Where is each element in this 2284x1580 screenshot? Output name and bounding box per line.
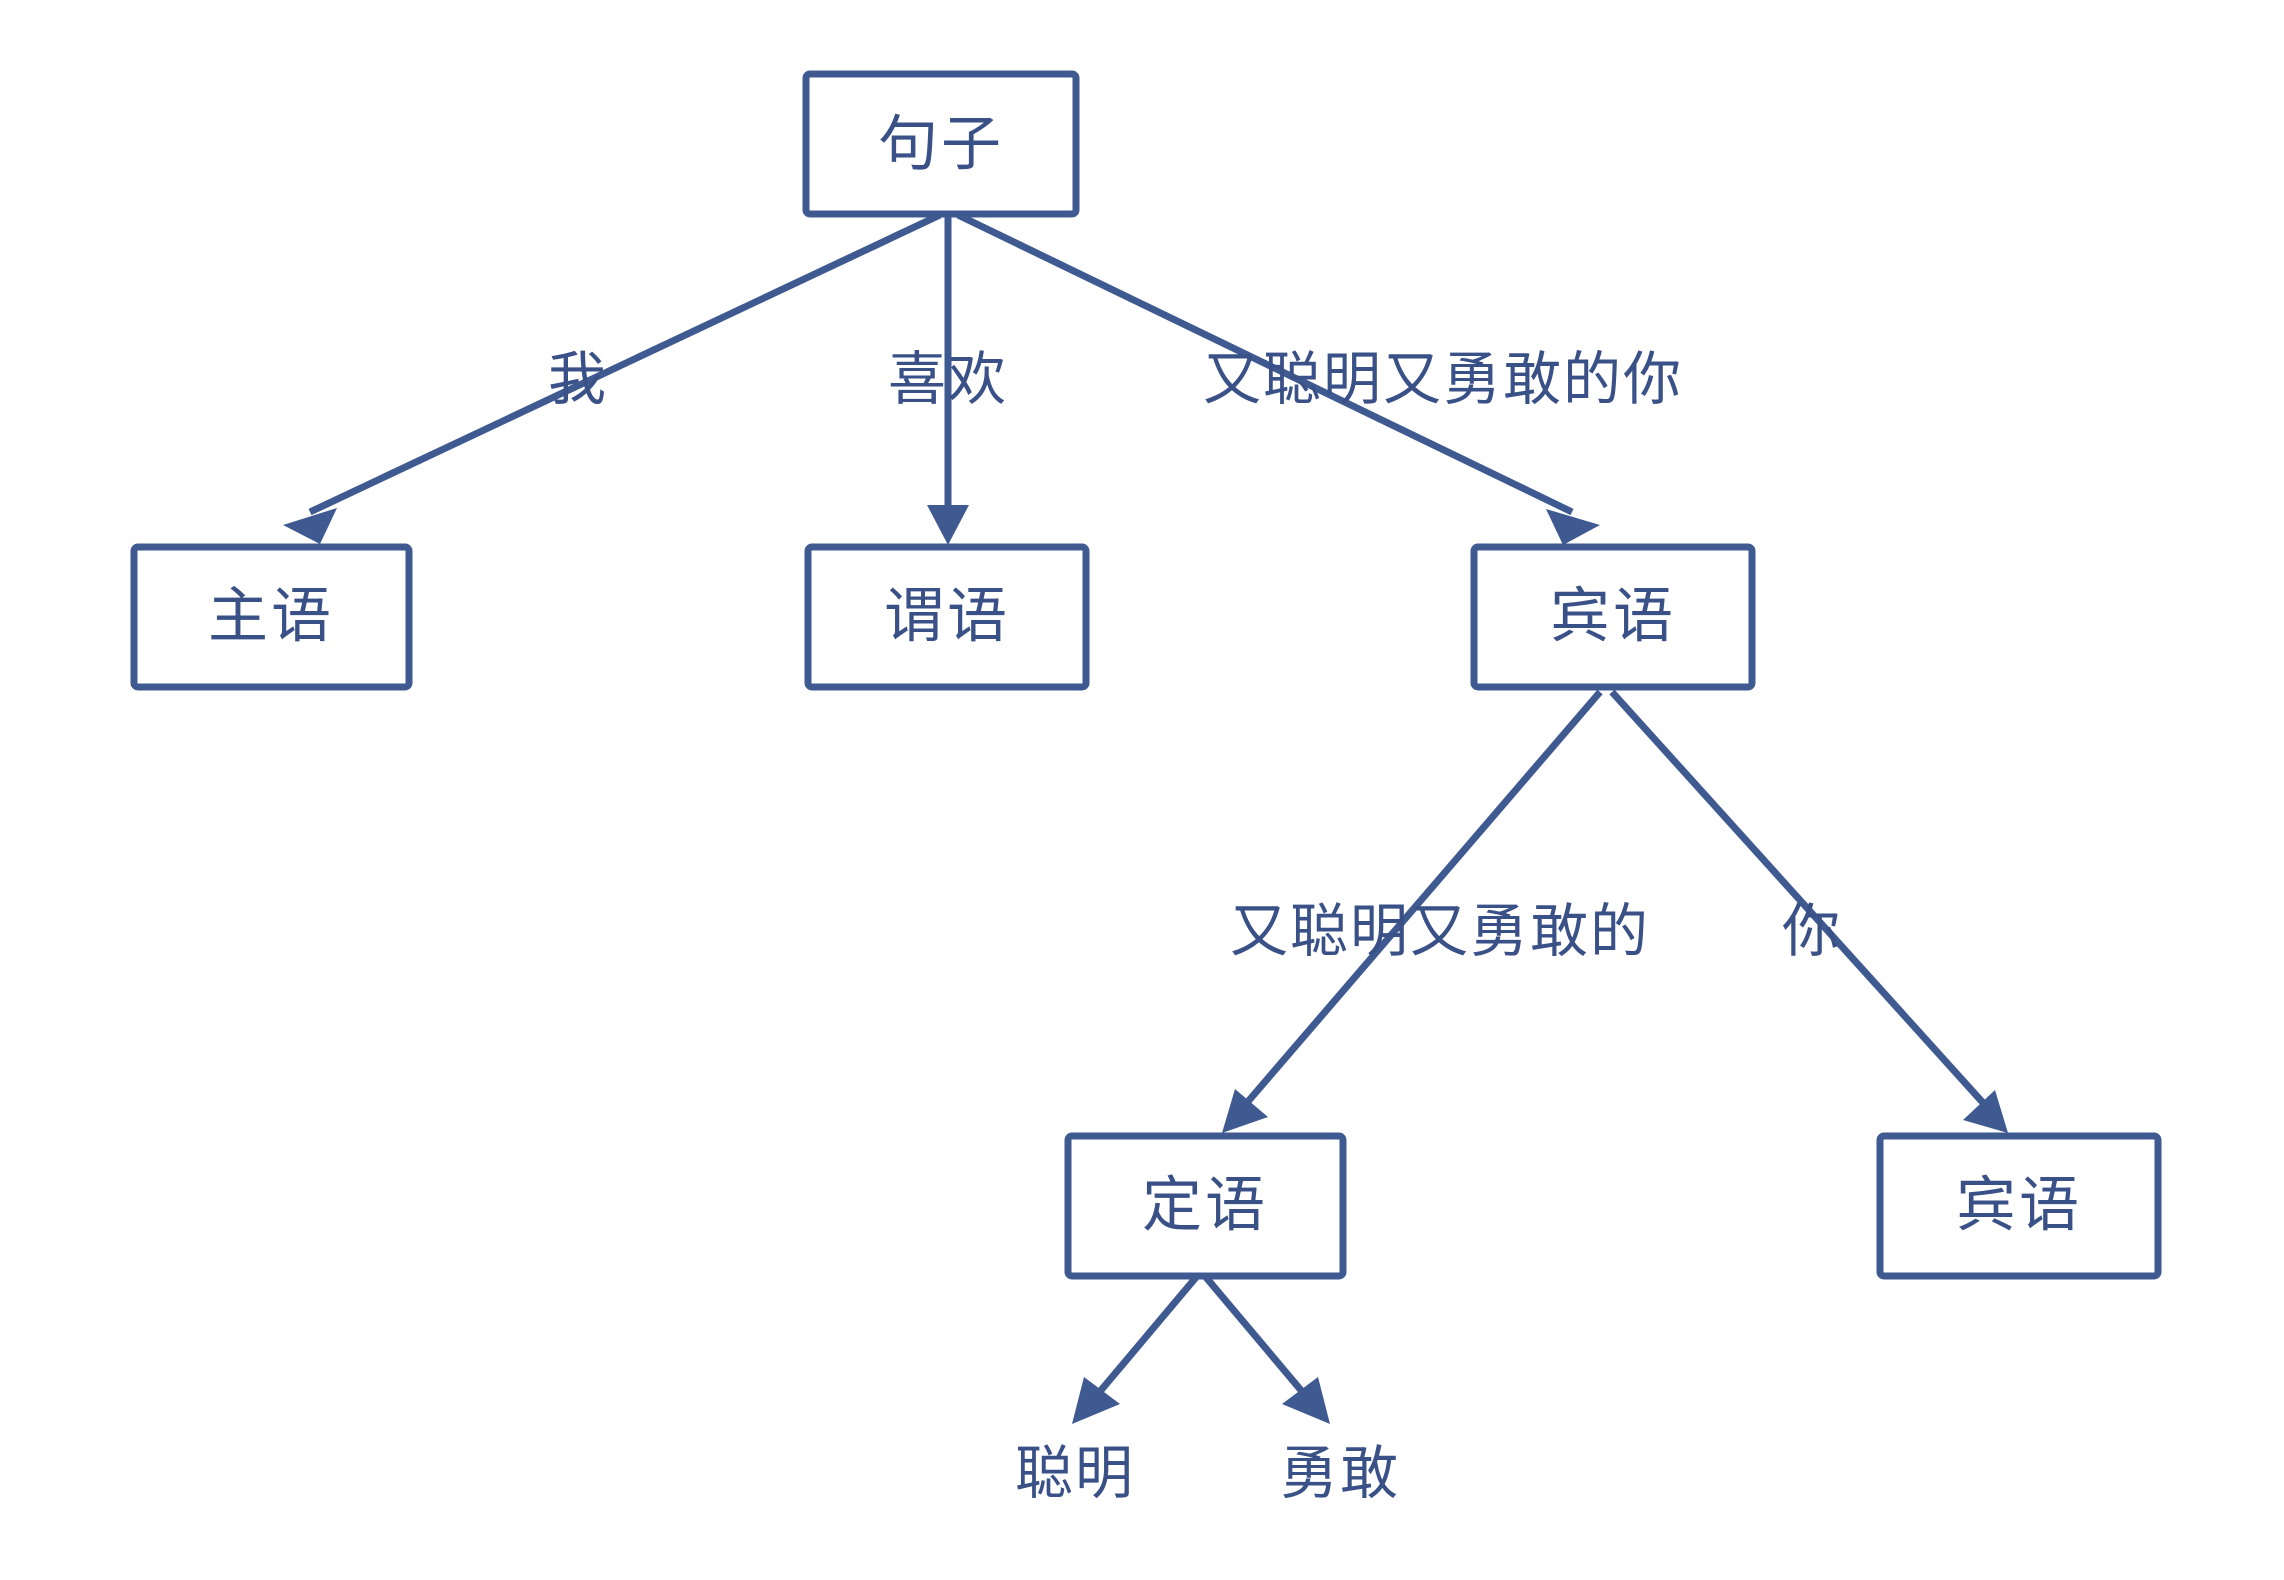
node-label: 宾语 — [1956, 1171, 2082, 1241]
node-subject[interactable]: 主语 — [130, 543, 413, 691]
node-box[interactable] — [1064, 1132, 1347, 1280]
edge-line — [956, 211, 1574, 516]
node-object[interactable]: 宾语 — [1470, 543, 1756, 691]
node-smart: 聪明 — [1015, 1439, 1135, 1507]
edge-attributive-brave — [1201, 1272, 1330, 1424]
node-box[interactable] — [1470, 543, 1756, 691]
edge-attributive-smart — [1072, 1272, 1201, 1424]
arrowhead-icon — [283, 508, 337, 544]
edge-line — [1242, 689, 1603, 1108]
node-box[interactable] — [802, 70, 1080, 218]
node-label: 句子 — [878, 110, 1004, 180]
arrowhead-icon — [927, 505, 969, 545]
edge-label-attributive: 又聪明又勇敢的 — [1230, 897, 1650, 965]
edge-object-attributive: 又聪明又勇敢的 — [1222, 689, 1650, 1133]
edge-line — [308, 211, 942, 516]
leaf-label: 聪明 — [1015, 1439, 1135, 1507]
node-attributive[interactable]: 定语 — [1064, 1132, 1347, 1280]
node-box[interactable] — [804, 543, 1090, 691]
edge-sentence-predicate: 喜欢 — [888, 215, 1008, 545]
arrowhead-icon — [1963, 1090, 2008, 1133]
edge-label-subject: 我 — [548, 345, 608, 413]
edge-label-object2: 你 — [1782, 897, 1842, 965]
leaf-label: 勇敢 — [1280, 1439, 1400, 1507]
edge-label-predicate: 喜欢 — [888, 345, 1008, 413]
node-predicate[interactable]: 谓语 — [804, 543, 1090, 691]
edge-line — [1201, 1272, 1308, 1398]
arrowhead-icon — [1282, 1377, 1330, 1424]
node-label: 宾语 — [1550, 582, 1676, 652]
edge-object-object2: 你 — [1609, 689, 2008, 1133]
edge-sentence-subject: 我 — [283, 211, 942, 544]
node-sentence[interactable]: 句子 — [802, 70, 1080, 218]
node-box[interactable] — [130, 543, 413, 691]
edge-line — [1094, 1272, 1201, 1398]
edge-label-object: 又聪明又勇敢的你 — [1203, 345, 1683, 413]
arrowhead-icon — [1546, 509, 1600, 545]
node-brave: 勇敢 — [1280, 1439, 1400, 1507]
arrowhead-icon — [1072, 1377, 1120, 1424]
edge-line — [1609, 689, 1988, 1108]
edge-sentence-object: 又聪明又勇敢的你 — [956, 211, 1683, 545]
node-label: 定语 — [1142, 1171, 1268, 1241]
node-box[interactable] — [1876, 1132, 2162, 1280]
node-object2[interactable]: 宾语 — [1876, 1132, 2162, 1280]
arrowhead-icon — [1222, 1089, 1268, 1133]
node-label: 谓语 — [884, 582, 1010, 652]
node-label: 主语 — [208, 582, 334, 652]
